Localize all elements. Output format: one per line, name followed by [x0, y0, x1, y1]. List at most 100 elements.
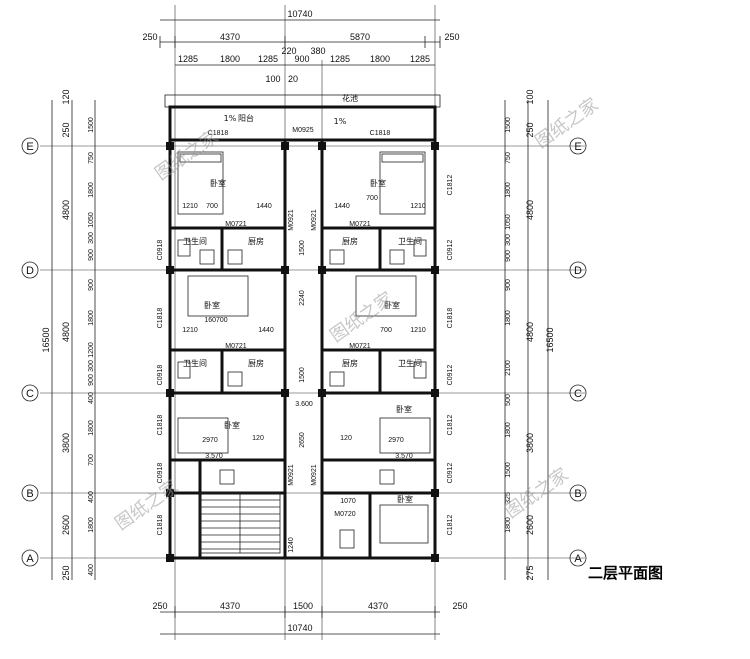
axis-a-right-label: A: [574, 553, 582, 565]
left-inner-14: 700: [88, 454, 95, 466]
axis-b-right: [569, 484, 587, 502]
window-code: C0912: [447, 463, 454, 484]
int-1440: 1440: [258, 327, 274, 334]
left-inner-8: 1800: [88, 310, 95, 326]
bottom-dim-4370-right: 4370: [368, 601, 388, 611]
left-dimensions: 16500 120 250 4800 4800 3800 2600 250 15…: [41, 89, 96, 581]
right-inner-4: 1050: [505, 214, 512, 230]
window-code: C1812: [447, 515, 454, 536]
window-code: C1818: [157, 415, 164, 436]
left-inner-12: 400: [88, 392, 95, 404]
watermark-text: 图纸之家: [111, 476, 182, 534]
furniture-beds: [177, 151, 431, 544]
axis-c-right-label: C: [574, 388, 582, 400]
bed-icon: [355, 275, 417, 317]
left-inner-2: 750: [88, 152, 95, 164]
top-dim-250-right: 250: [444, 32, 459, 42]
left-inner-15: 400: [88, 491, 95, 503]
bed-icon: [187, 275, 249, 317]
room-labels: 阳台 1% 1% 花池 卧室 卧室 卧室 卧室 卧室 卧室 卧室 卫生间 卫生间…: [183, 93, 422, 504]
left-dim-250-bottom: 250: [61, 565, 71, 580]
right-dim-4800-a: 4800: [525, 200, 535, 220]
int-1500: 1500: [299, 367, 306, 383]
door-code: M0721: [349, 221, 371, 228]
int-1210: 1210: [182, 327, 198, 334]
right-dim-275: 275: [525, 565, 535, 580]
right-inner-13: 325: [505, 492, 512, 504]
axis-d-right: [569, 261, 587, 279]
bedroom-label: 卧室: [204, 300, 220, 310]
bedroom-label: 卧室: [210, 178, 226, 188]
right-inner-5: 300: [505, 234, 512, 246]
int-160700: 160700: [204, 317, 227, 324]
kitchen-label: 厨房: [248, 358, 264, 368]
balcony-label: 阳台: [238, 113, 254, 123]
watermark-text: 图纸之家: [531, 94, 602, 152]
int-120: 120: [340, 435, 352, 442]
grid-lines: [40, 5, 585, 640]
door-code: M0921: [288, 464, 295, 486]
window-code: C1818: [370, 130, 391, 137]
top-dimensions: 10740 250 4370 5870 250 1285 1800 1285 9…: [142, 9, 459, 84]
int-3570: 3.570: [395, 453, 413, 460]
int-1210: 1210: [410, 203, 426, 210]
left-inner-10: 300: [88, 360, 95, 372]
door-code: M0720: [334, 511, 356, 518]
top-dim-1285-a: 1285: [178, 54, 198, 64]
window-code: C0912: [447, 240, 454, 261]
right-inner-10: 500: [505, 394, 512, 406]
right-inner-3: 1800: [505, 182, 512, 198]
int-1440: 1440: [256, 203, 272, 210]
top-dim-250-left: 250: [142, 32, 157, 42]
axis-a-right: [569, 549, 587, 567]
top-dim-1800-a: 1800: [220, 54, 240, 64]
bottom-total-dim: 10740: [287, 623, 312, 633]
interior-walls: [170, 140, 435, 558]
int-3570: 3.570: [205, 453, 223, 460]
stove-icon: [227, 249, 243, 265]
int-700: 700: [366, 195, 378, 202]
int-2240: 2240: [299, 290, 306, 306]
flower-bed-label: 花池: [342, 93, 358, 103]
bedroom-label: 卧室: [224, 420, 240, 430]
top-dim-1285-c: 1285: [330, 54, 350, 64]
axis-c-left: [21, 384, 39, 402]
int-120: 120: [252, 435, 264, 442]
bed-icon: [379, 417, 431, 454]
window-code: C1818: [157, 515, 164, 536]
basin-icon: [389, 249, 405, 265]
toilet-icon: [177, 239, 191, 257]
int-1210: 1210: [410, 327, 426, 334]
window-code: C1812: [447, 175, 454, 196]
int-2970: 2970: [202, 437, 218, 444]
axis-c-right: [569, 384, 587, 402]
interior-dimensions: 1210 700 1440 1440 700 1210 1210 160700 …: [182, 195, 426, 553]
right-total-depth: 16500: [545, 327, 555, 352]
toilet-label: 卫生间: [398, 236, 422, 246]
top-small-20: 20: [288, 74, 298, 84]
axis-e-right: [569, 137, 587, 155]
toilet-label: 卫生间: [183, 358, 207, 368]
right-inner-8: 1800: [505, 310, 512, 326]
right-dim-3800: 3800: [525, 433, 535, 453]
right-dim-2600: 2600: [525, 515, 535, 535]
left-dim-250: 250: [61, 122, 71, 137]
bottom-dim-4370-left: 4370: [220, 601, 240, 611]
furniture-fixtures: [177, 239, 427, 549]
window-code: C1812: [447, 415, 454, 436]
right-dim-250: 250: [525, 122, 535, 137]
slope-right: 1%: [334, 117, 347, 126]
top-dim-5870: 5870: [350, 32, 370, 42]
door-code: M0721: [225, 221, 247, 228]
stove-icon: [329, 249, 345, 265]
kitchen-label: 厨房: [248, 236, 264, 246]
stove-icon: [329, 371, 345, 387]
toilet-icon: [379, 469, 395, 485]
left-dim-120: 120: [61, 89, 71, 104]
door-code: M0925: [292, 127, 314, 134]
left-total-depth: 16500: [41, 327, 51, 352]
door-code: M0921: [311, 464, 318, 486]
left-inner-4: 1050: [88, 212, 95, 228]
right-inner-1: 1500: [505, 117, 512, 133]
window-code: C0918: [157, 365, 164, 386]
